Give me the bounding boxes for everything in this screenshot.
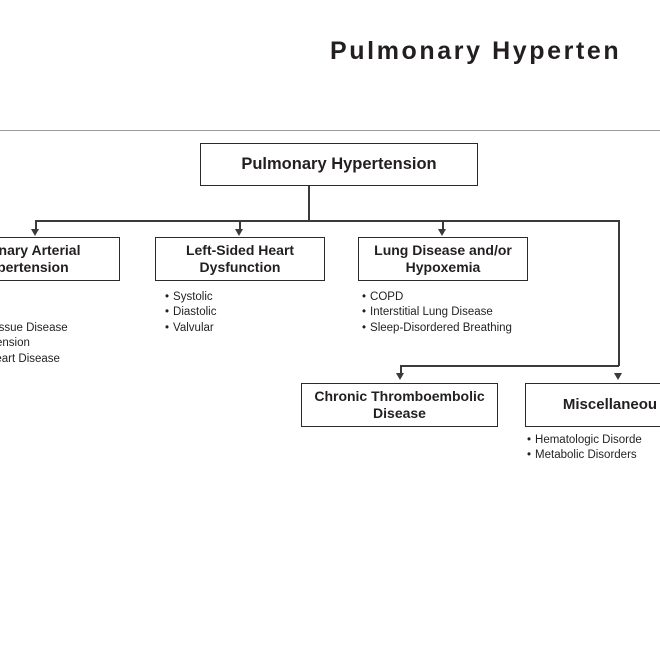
connector-second-row-bar (400, 365, 619, 367)
arrowhead-down-icon (396, 373, 404, 380)
arrowhead-down-icon (438, 229, 446, 236)
bullet-list-miscellaneous: Hematologic Disorde Metabolic Disorders (527, 433, 642, 464)
list-item: neccve Tissue Disease (0, 321, 68, 334)
list-item: iated with: (0, 305, 68, 320)
connector-drop-lung-disease (442, 220, 444, 231)
arrowhead-down-icon (614, 373, 622, 380)
connector-right-rail (618, 220, 620, 366)
list-item: genital Heart Disease (0, 352, 60, 365)
connector-drop-left-sided-heart (239, 220, 241, 231)
node-chronic-thromboembolic-disease[interactable]: Chronic Thromboembolic Disease (301, 383, 498, 427)
list-item: athic (0, 290, 68, 305)
list-item: Interstitial Lung Disease (362, 305, 512, 320)
list-item: al Hypertension (0, 337, 30, 350)
node-miscellaneous[interactable]: Miscellaneou (525, 383, 660, 427)
list-item: COPD (362, 290, 512, 305)
connector-main-bar (35, 220, 619, 222)
bullet-list-lung-disease: COPD Interstitial Lung Disease Sleep-Dis… (362, 290, 512, 336)
node-lung-disease-and-or-hypoxemia[interactable]: Lung Disease and/or Hypoxemia (358, 237, 528, 281)
bullet-list-left-sided-heart-dysfunction: Systolic Diastolic Valvular (165, 290, 217, 336)
list-item: Systolic (165, 290, 217, 305)
connector-drop-chronic-thromboembolic (400, 365, 402, 376)
list-item: Valvular (165, 321, 217, 336)
connector-drop-pah (35, 220, 37, 231)
bullet-list-pulmonary-arterial-hypertension: athic iated with: neccve Tissue Disease … (0, 290, 68, 367)
node-pulmonary-hypertension[interactable]: Pulmonary Hypertension (200, 143, 478, 186)
connector-root-stem (308, 186, 310, 221)
node-pulmonary-arterial-hypertension[interactable]: monary Arterial ypertension (0, 237, 120, 281)
page-title: Pulmonary Hyperten (330, 37, 622, 65)
node-left-sided-heart-dysfunction[interactable]: Left-Sided Heart Dysfunction (155, 237, 325, 281)
arrowhead-down-icon (235, 229, 243, 236)
arrowhead-down-icon (31, 229, 39, 236)
list-item: Hematologic Disorde (527, 433, 642, 448)
list-item: Diastolic (165, 305, 216, 320)
header-divider (0, 130, 660, 131)
list-item: Sleep-Disordered Breathing (362, 321, 512, 336)
list-item: Metabolic Disorders (527, 448, 642, 463)
